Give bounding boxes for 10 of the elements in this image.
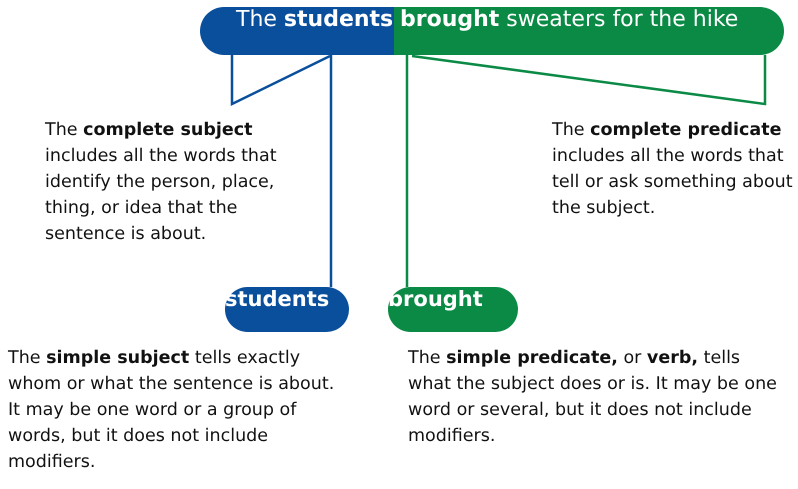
predicate-band: brought sweaters for the hike [394,7,784,55]
explanation-text: The simple predicate, or verb, tells what the subject does or is. It may be one word or several, but it does not include modifiers. [408,347,778,448]
connector-line [330,55,332,287]
explanation-text: The complete subject includes all the words that identify the person, place, thing, or idea that the sentence is about. [45,119,278,246]
explanation-text: The simple subject tells exactly whom or what the sentence is about. It may be one word or a group of words, but it does not include modifiers. [8,347,336,474]
word-pill: brought [388,287,518,332]
subject-band: The students [200,7,394,55]
word-pill: students [225,287,349,332]
connector-line [406,55,408,287]
explanation-text: The complete predicate includes all the words that tell or ask something about the subject. [552,119,794,220]
